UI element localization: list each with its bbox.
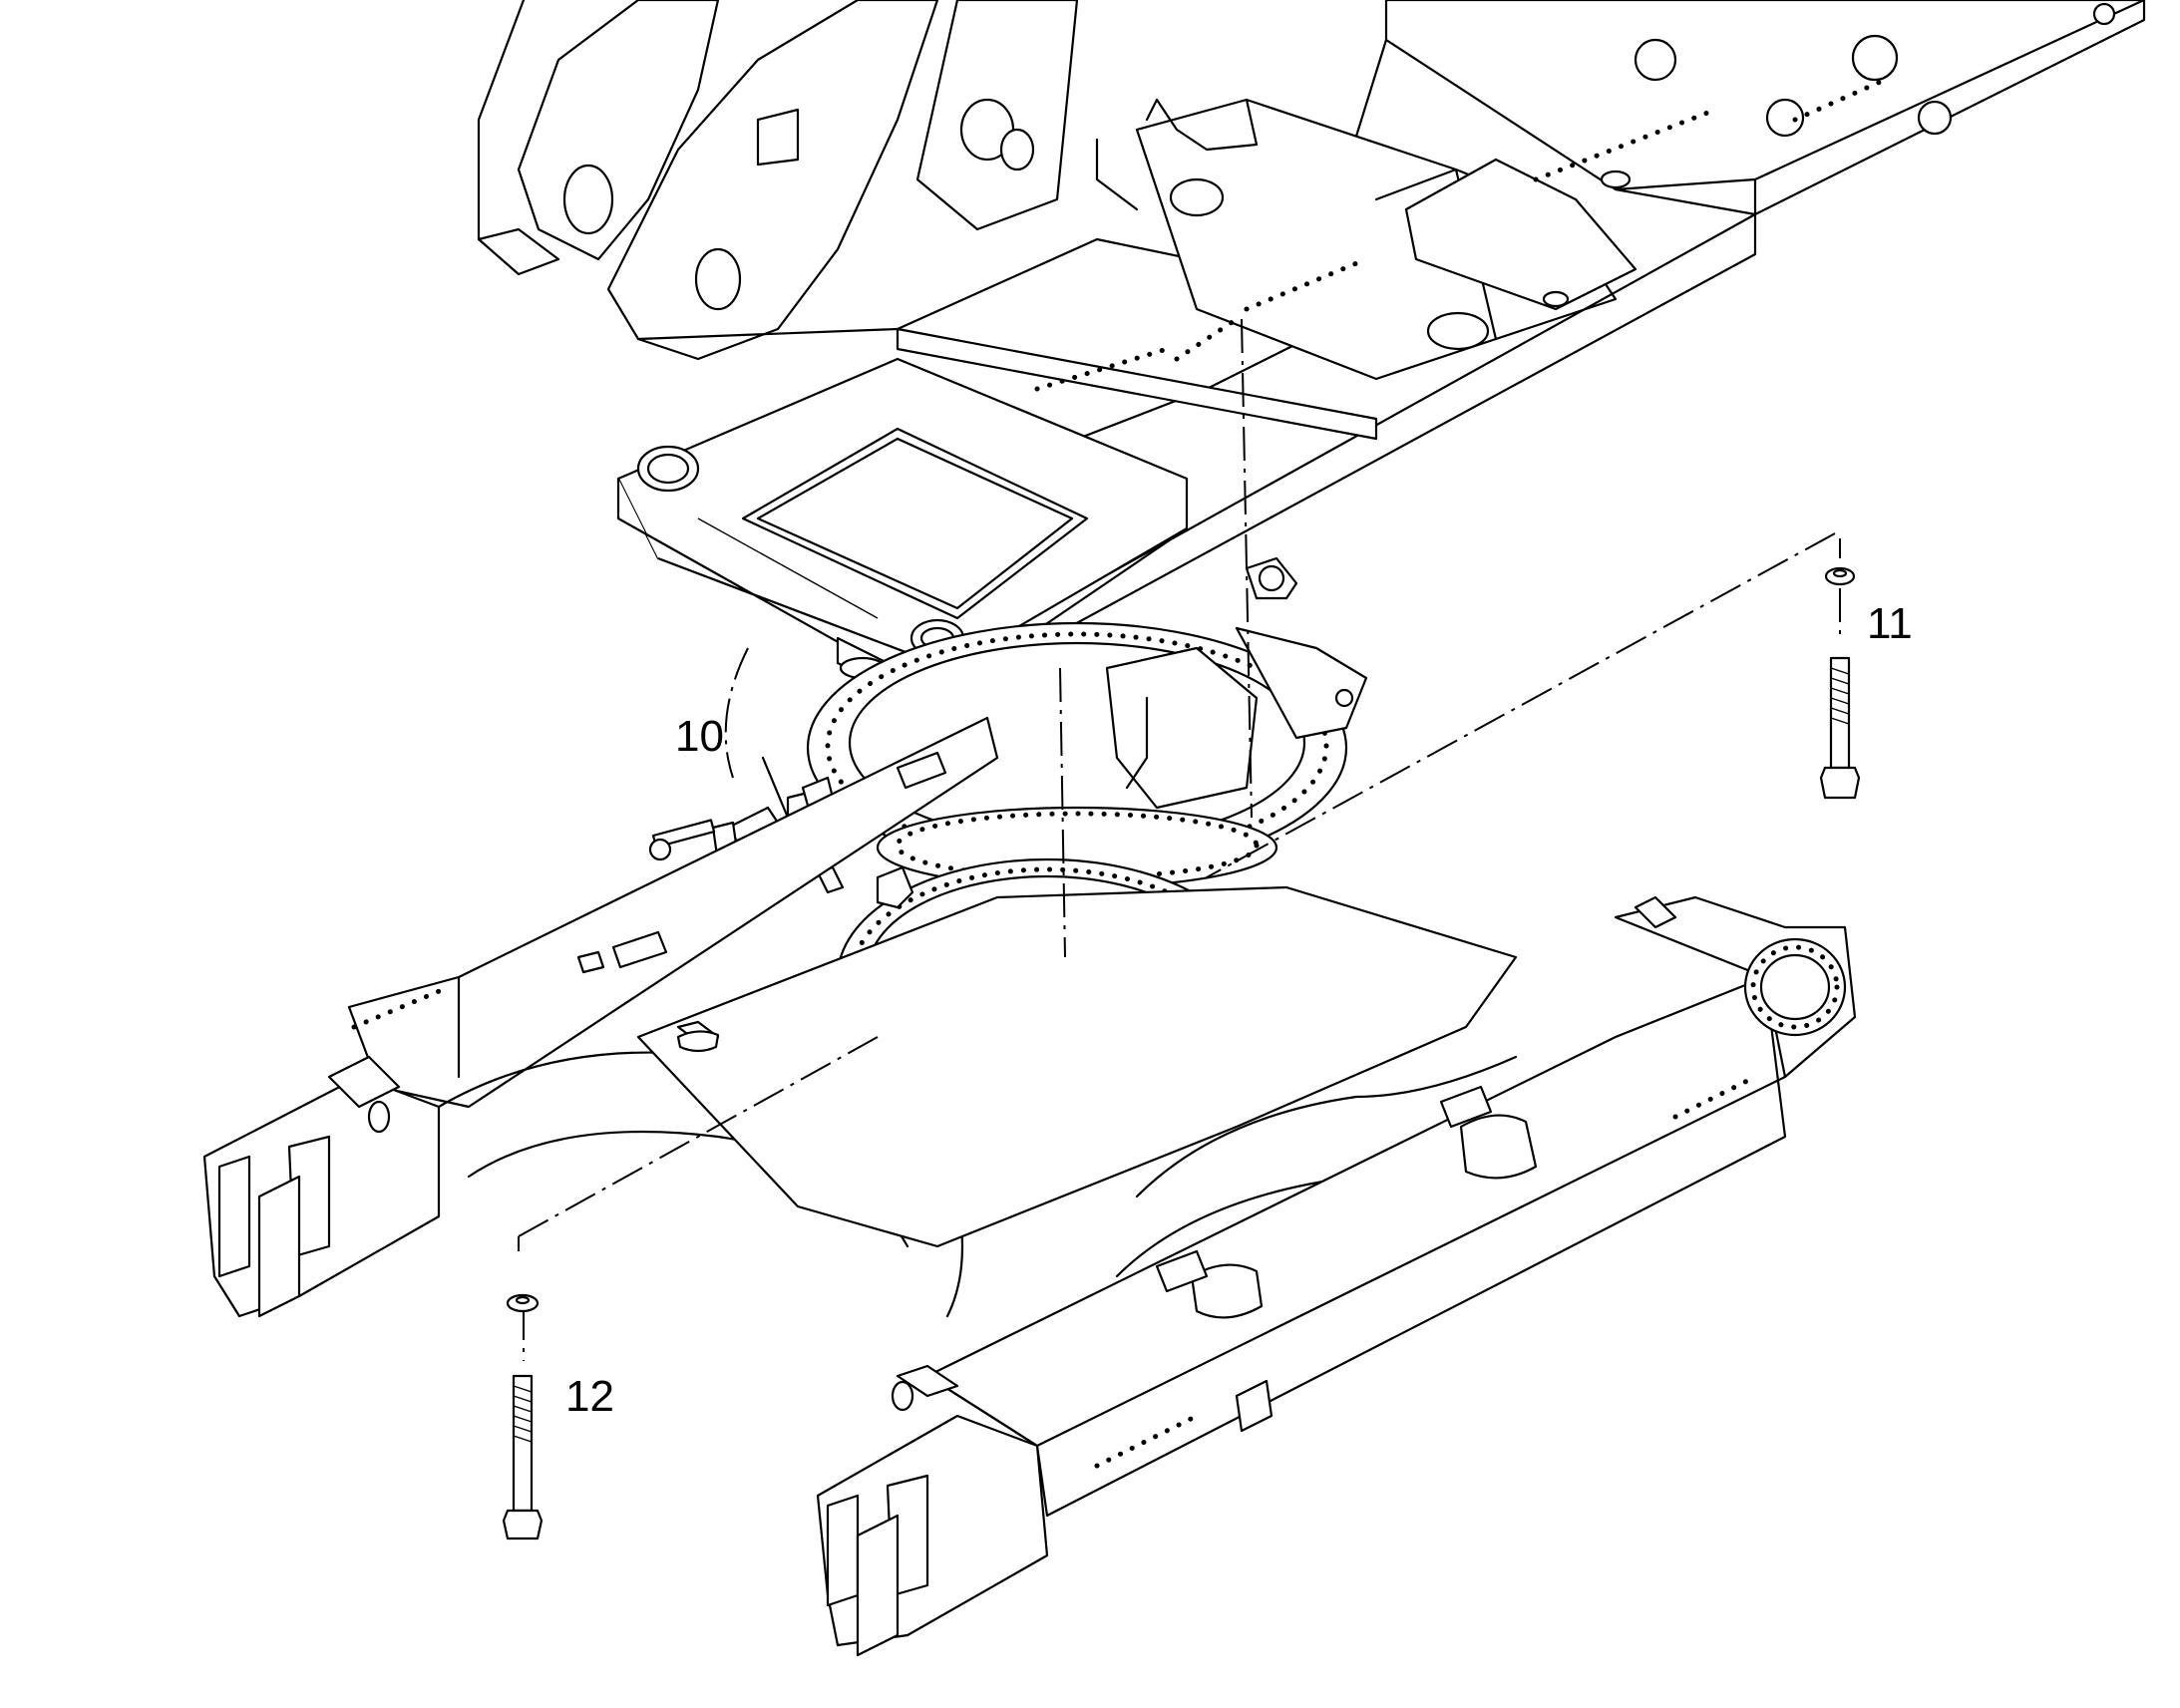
callout-11: 11 xyxy=(1867,599,1913,648)
bolt-12 xyxy=(502,1293,544,1540)
undercarriage xyxy=(202,716,1857,1657)
upper-frame xyxy=(477,0,2146,700)
callout-10: 10 xyxy=(675,712,724,761)
bolt-11 xyxy=(1819,566,1861,800)
callout-12: 12 xyxy=(565,1372,614,1421)
beam-holes xyxy=(1034,77,1888,392)
center-lines xyxy=(518,318,1841,1361)
